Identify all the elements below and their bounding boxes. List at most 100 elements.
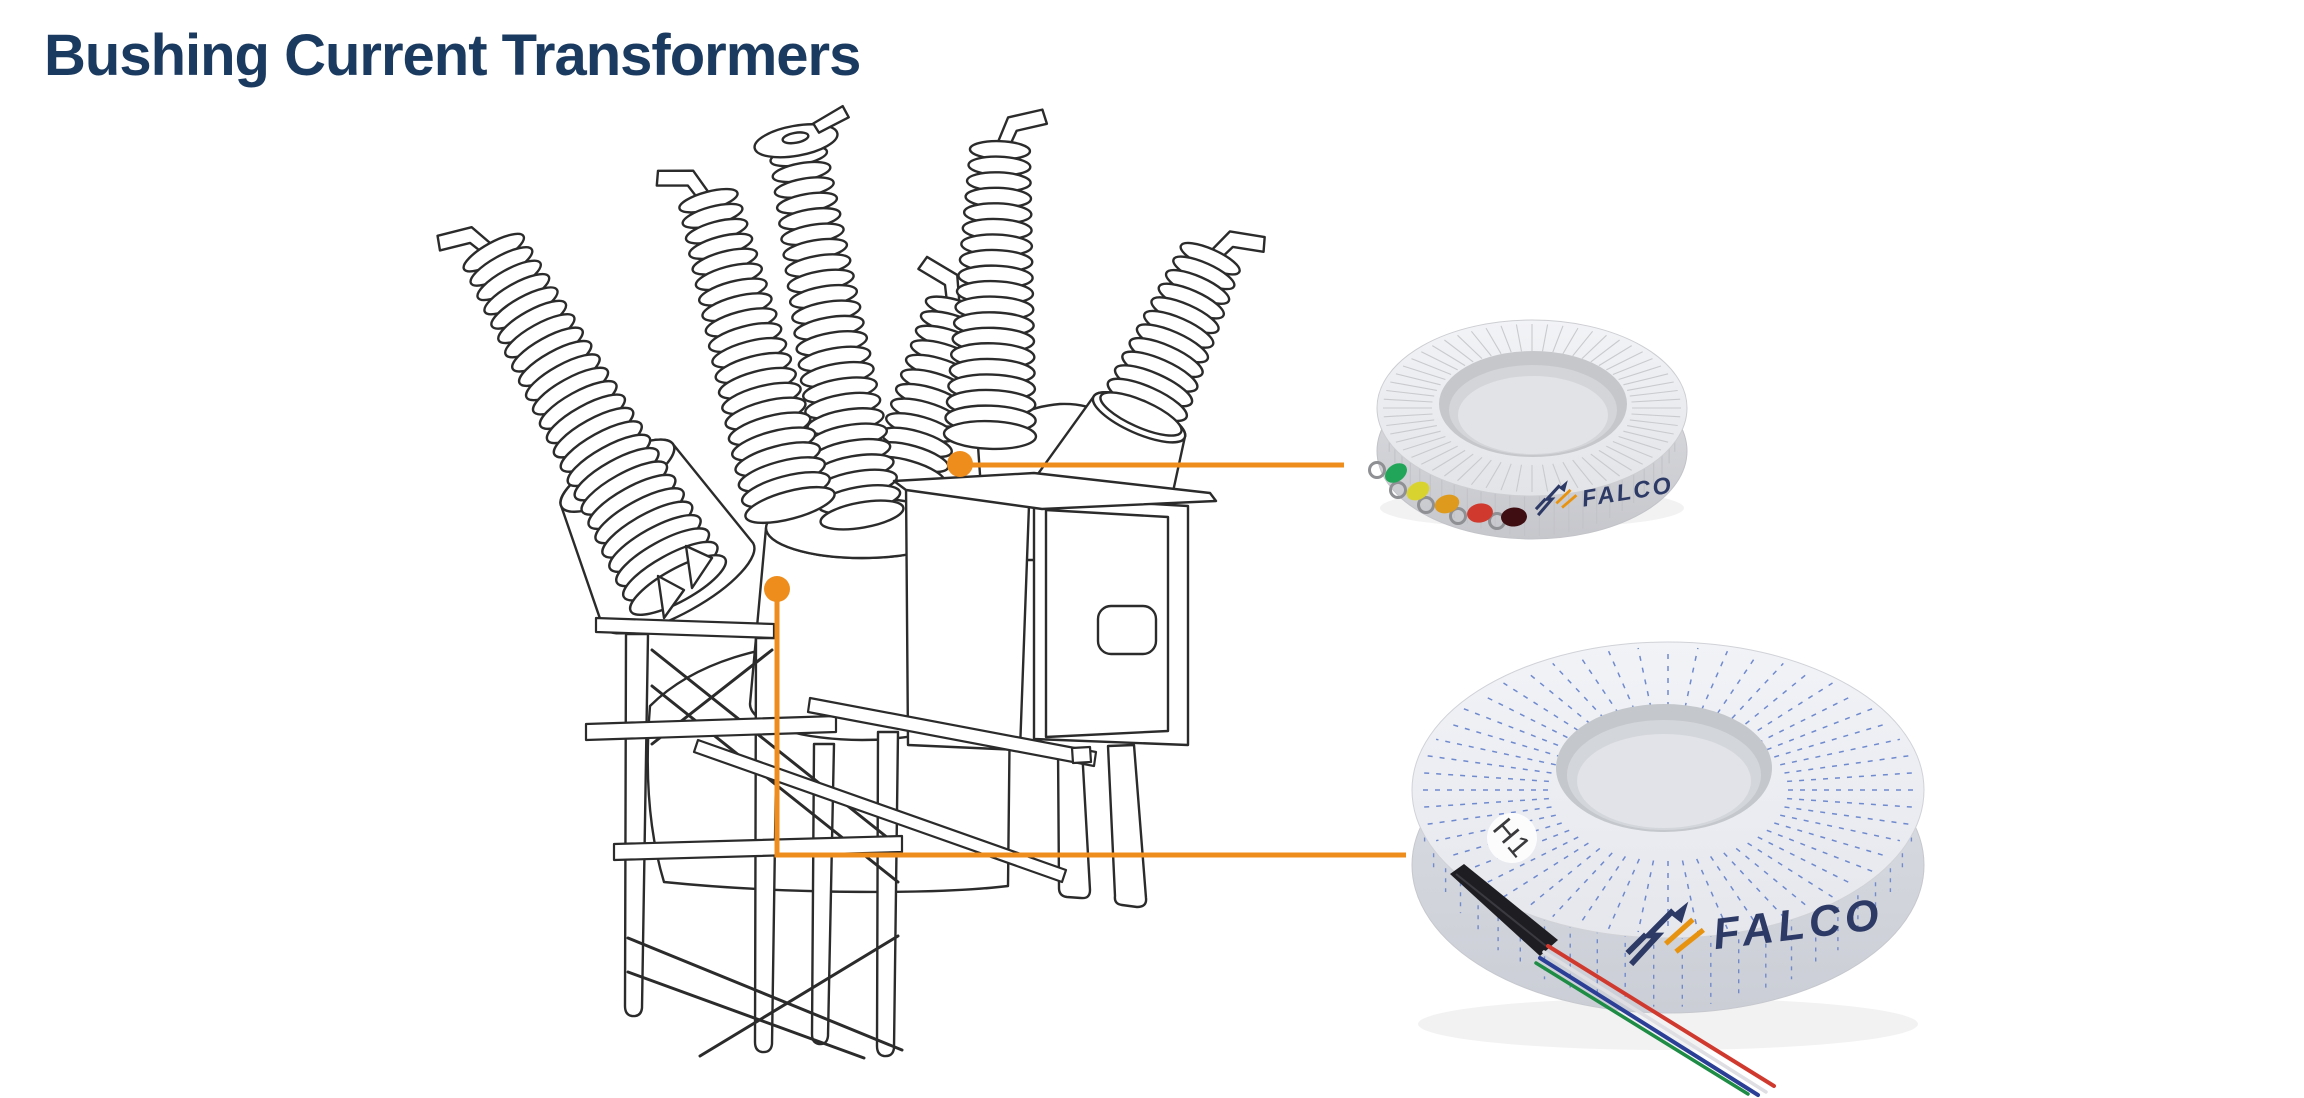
tape-ray bbox=[1627, 425, 1674, 435]
tape-ray bbox=[1395, 430, 1441, 443]
falcon-icon bbox=[1558, 480, 1568, 493]
tape-ray bbox=[1421, 772, 1549, 783]
terminal-ring bbox=[1389, 481, 1407, 499]
ct-tape-rays bbox=[1383, 324, 1681, 492]
page-title: Bushing Current Transformers bbox=[44, 23, 861, 88]
tape-ray bbox=[1470, 459, 1492, 486]
terminal-label-badge: H1 bbox=[1486, 812, 1537, 864]
falcon-icon-accent bbox=[1674, 927, 1706, 954]
flange-hole bbox=[781, 131, 810, 145]
falcon-icon bbox=[1536, 484, 1561, 517]
tape-ray bbox=[1709, 855, 1757, 925]
tape-ray bbox=[1526, 847, 1601, 909]
tape-ray bbox=[1386, 389, 1435, 397]
tank-fin bbox=[684, 544, 714, 590]
stand-brace bbox=[698, 934, 900, 1058]
tape-ray bbox=[1470, 330, 1492, 357]
lead-dot bbox=[1501, 507, 1527, 527]
falcon-icon-accent bbox=[1561, 494, 1578, 509]
tape-ray bbox=[1784, 806, 1909, 825]
bushing-rear-right bbox=[870, 255, 986, 489]
falcon-icon-accent bbox=[1555, 488, 1572, 505]
wire-red bbox=[1546, 944, 1776, 1088]
wire-white bbox=[1542, 950, 1768, 1094]
bushing-mid-left bbox=[655, 169, 836, 525]
stand-bracket bbox=[1070, 745, 1093, 765]
falcon-icon bbox=[1534, 497, 1547, 511]
cable-sleeve-highlight bbox=[1455, 873, 1547, 947]
tape-ray bbox=[1572, 330, 1594, 357]
tape-ray bbox=[1623, 430, 1669, 443]
tape-ray bbox=[1432, 345, 1466, 367]
tape-ray bbox=[1411, 440, 1452, 458]
stand-rail bbox=[584, 714, 838, 742]
lead-dot bbox=[1385, 463, 1407, 483]
bushing-rib bbox=[744, 485, 836, 525]
tape-ray bbox=[1598, 449, 1632, 471]
stand-post bbox=[875, 730, 900, 1058]
tape-ray bbox=[1552, 852, 1613, 918]
bushing-ct-large: H1 FALCO bbox=[1411, 641, 1925, 1097]
tape-ray bbox=[1598, 345, 1632, 367]
tape-ray bbox=[1500, 325, 1512, 353]
wire-blue bbox=[1538, 956, 1760, 1097]
terminal-ring bbox=[1449, 507, 1467, 525]
ct-hole-inner bbox=[1458, 376, 1608, 454]
falcon-icon-accent bbox=[1663, 917, 1695, 946]
tape-ray bbox=[1618, 435, 1662, 451]
tape-ray bbox=[1607, 858, 1640, 930]
tape-ray bbox=[1579, 855, 1627, 925]
tape-ray bbox=[1515, 464, 1523, 492]
tape-ray bbox=[1485, 461, 1502, 489]
cabinet-door-handle-plate bbox=[1096, 604, 1158, 656]
tape-ray bbox=[1432, 449, 1466, 471]
stand-diagonal-rail bbox=[692, 738, 1068, 884]
tape-ray bbox=[1421, 797, 1549, 808]
tape-ray bbox=[1627, 381, 1674, 391]
bushing-ct-small: FALCO bbox=[1368, 319, 1688, 540]
tape-ray bbox=[1629, 419, 1678, 427]
cabinet-roof bbox=[892, 471, 1218, 511]
bushing-mid-right bbox=[942, 108, 1049, 451]
ct-hole-inner bbox=[1577, 734, 1751, 828]
tape-ray bbox=[1774, 722, 1888, 758]
badge-circle bbox=[1487, 813, 1537, 863]
tape-ray bbox=[1787, 772, 1915, 783]
cabinet-leg bbox=[1106, 743, 1148, 909]
tape-ray bbox=[1631, 398, 1681, 403]
tape-ray bbox=[1606, 445, 1643, 465]
tape-ray bbox=[1383, 413, 1433, 418]
tape-ray bbox=[1606, 351, 1643, 371]
tape-ray bbox=[1444, 339, 1474, 363]
lead-dot bbox=[1406, 481, 1430, 501]
tape-ray bbox=[1500, 463, 1512, 491]
tape-ray bbox=[1623, 373, 1669, 386]
stand-diagonal-rail bbox=[806, 696, 1098, 768]
cabinet-front bbox=[904, 476, 1032, 752]
bushing-center bbox=[753, 104, 905, 531]
tape-ray bbox=[1590, 453, 1620, 477]
wire-green bbox=[1534, 961, 1750, 1096]
tape-ray bbox=[1427, 806, 1552, 825]
stand-post bbox=[623, 632, 650, 1018]
tape-ray bbox=[1395, 373, 1441, 386]
tank-fin bbox=[656, 574, 686, 620]
tape-ray bbox=[1735, 671, 1810, 733]
tape-ray bbox=[1457, 457, 1483, 482]
tape-ray bbox=[1681, 860, 1699, 933]
tape-ray bbox=[1444, 453, 1474, 477]
lead-dot bbox=[1434, 494, 1460, 514]
tape-ray bbox=[1581, 334, 1607, 359]
tape-ray bbox=[1780, 738, 1901, 766]
tape-ray bbox=[1572, 459, 1594, 486]
tape-ray bbox=[1411, 358, 1452, 376]
stand-brace bbox=[626, 936, 904, 1052]
secondary-lead-dots bbox=[1368, 461, 1527, 530]
tape-ray bbox=[1552, 463, 1564, 491]
lead-dot bbox=[1467, 503, 1493, 523]
tape-ray bbox=[1421, 351, 1458, 371]
bushing-far-right bbox=[1099, 230, 1266, 437]
callout-dot-lower bbox=[764, 576, 790, 602]
tape-ray bbox=[1747, 682, 1833, 738]
